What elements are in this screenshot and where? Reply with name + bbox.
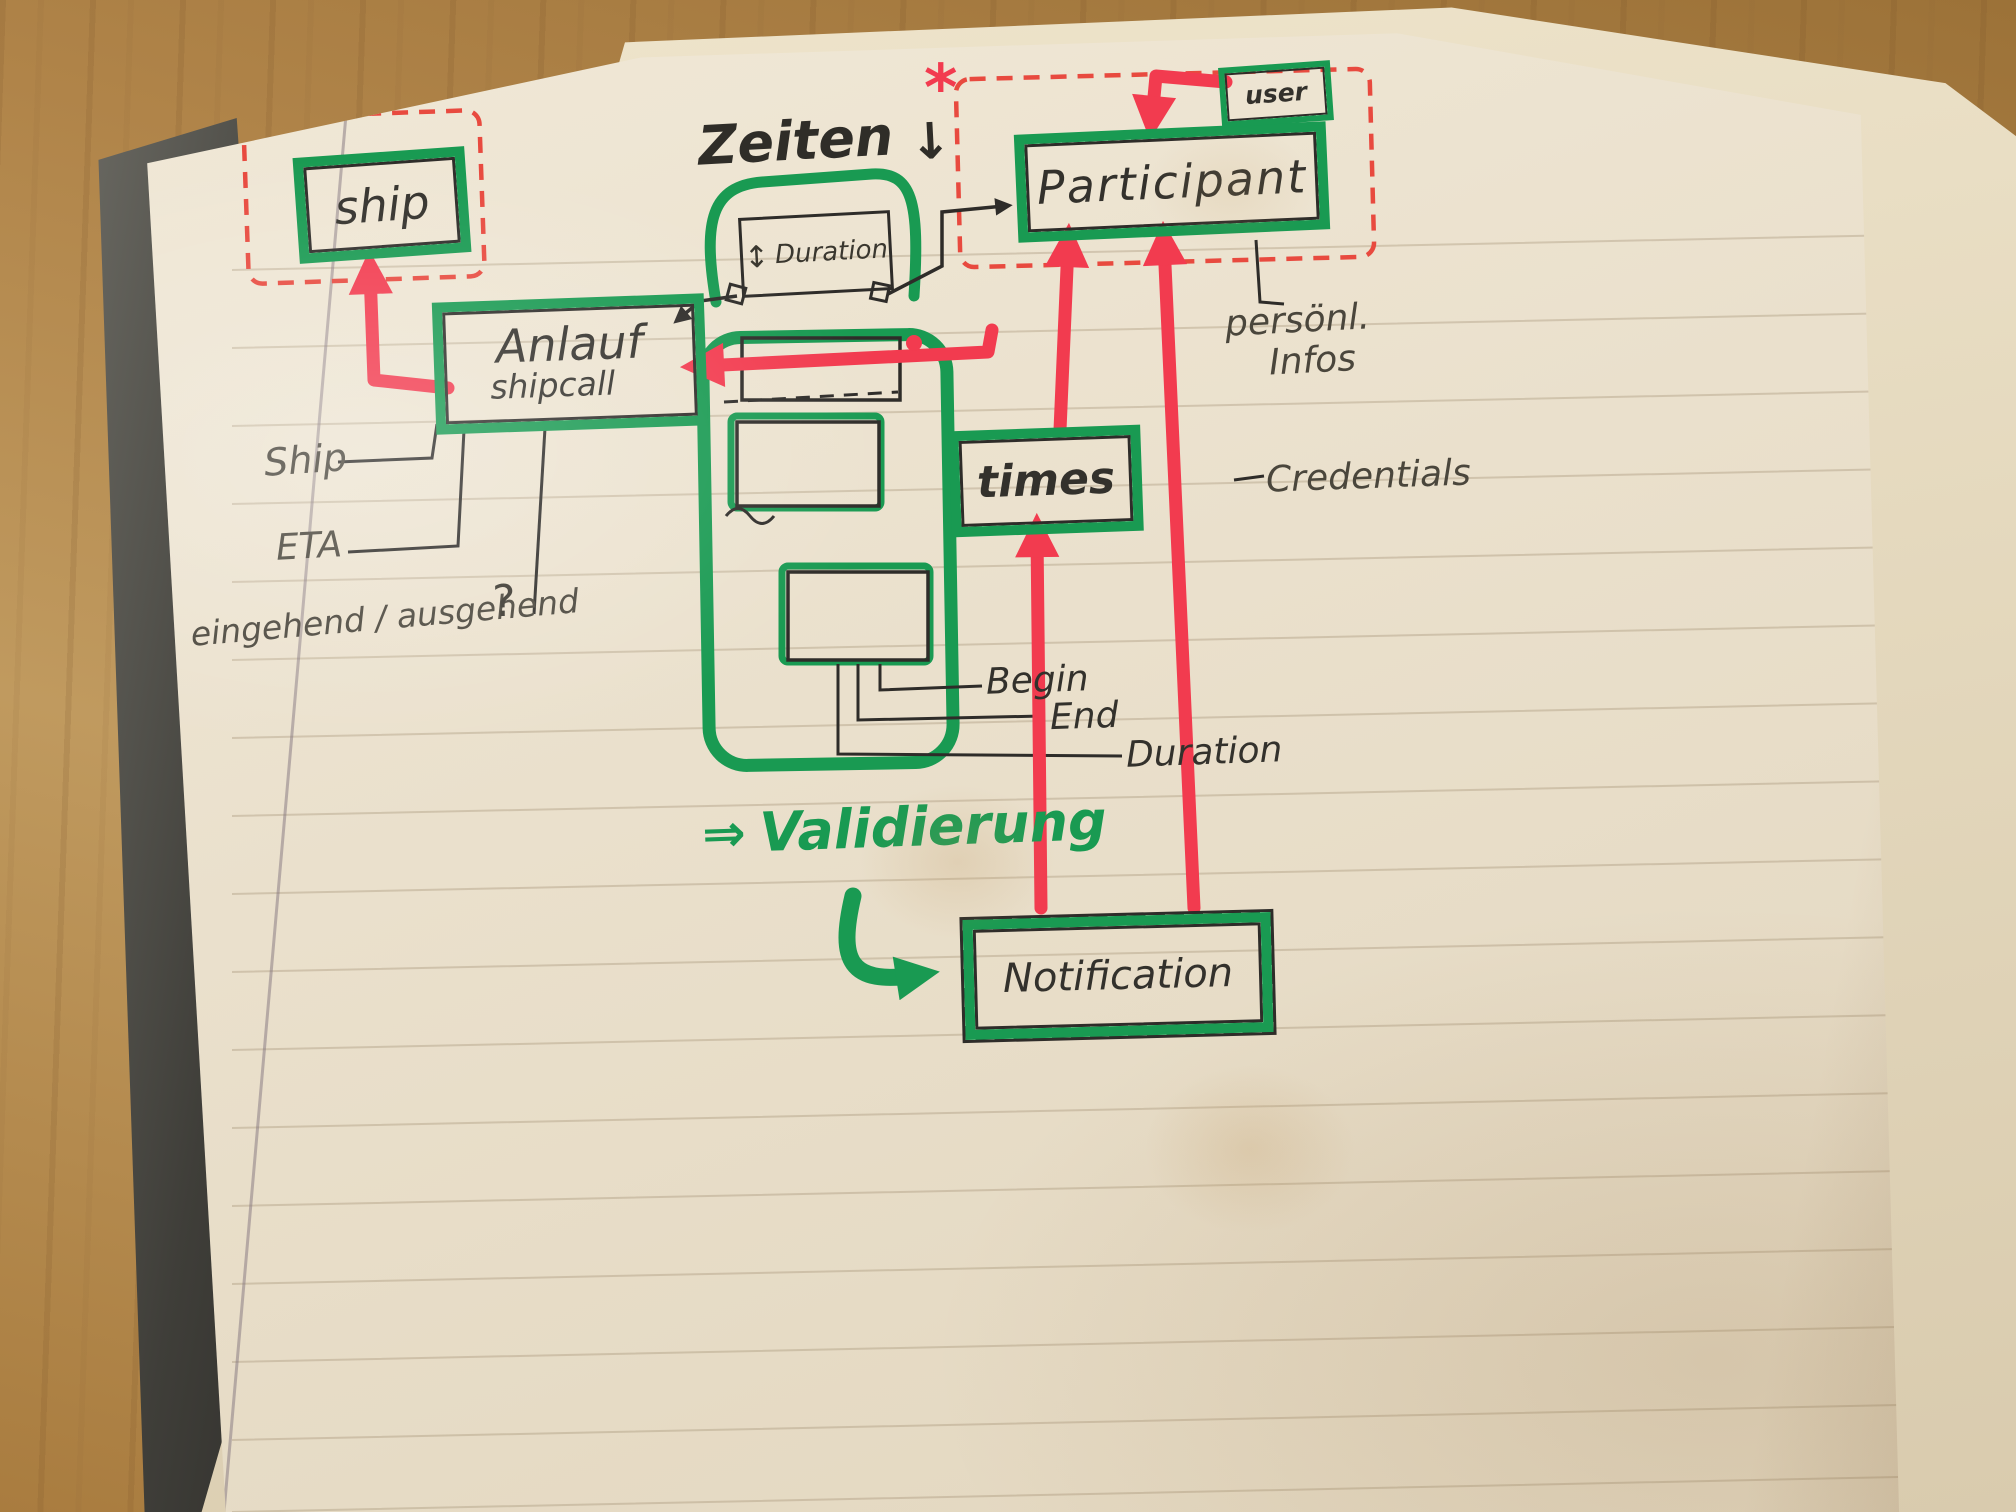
- question-mark-icon: ?: [492, 576, 516, 627]
- squiggle-mark: [724, 507, 776, 525]
- participant-label: Participant: [1035, 148, 1309, 215]
- ship-label: ship: [332, 174, 432, 236]
- personal-infos-label: persönl. Infos: [1224, 296, 1373, 385]
- eta-attribute-label: ETA: [274, 524, 344, 569]
- duration-to-anlauf-arrow: [673, 294, 738, 324]
- red-dot: [906, 335, 922, 351]
- times-label: times: [976, 452, 1116, 509]
- eingehend-connector: [532, 427, 547, 615]
- times-group-container: [696, 328, 960, 772]
- anlauf-label: Anlauf: [494, 314, 644, 374]
- zeiten-text: Zeiten: [696, 104, 895, 178]
- end-connector: [856, 664, 1043, 722]
- anlauf-to-ship-arrow: [348, 249, 455, 395]
- user-label: user: [1244, 76, 1308, 111]
- begin-connector: [878, 664, 983, 692]
- credentials-connector: [1233, 474, 1265, 482]
- duration-to-participant-arrow: [887, 198, 1013, 296]
- personal-infos-connector: [1254, 239, 1285, 306]
- ship-attribute-label: Ship: [262, 435, 349, 485]
- times-to-anlauf-arrow: [679, 323, 999, 387]
- time-slot-box-2-green: [727, 412, 885, 512]
- personal-infos-line2: Infos: [1268, 338, 1357, 384]
- participant-entity-box: Participant: [1013, 121, 1331, 243]
- duration-label: Duration: [774, 234, 889, 271]
- duration-foot-left: [724, 282, 748, 306]
- margin-line: [222, 91, 350, 1512]
- time-slot-dashed-line: [723, 390, 899, 404]
- user-entity-box: user: [1218, 60, 1334, 128]
- times-to-participant-arrow: [1044, 222, 1090, 437]
- time-slot-box-3-green: [778, 562, 934, 666]
- zeiten-bracket: [704, 168, 922, 308]
- ship-attr-connector: [337, 423, 439, 464]
- end-attribute-label: End: [1049, 694, 1120, 739]
- anlauf-entity-box: Anlauf shipcall: [431, 293, 709, 435]
- updown-arrow-icon: ↕: [743, 238, 771, 276]
- user-to-participant-arrow: [1132, 69, 1233, 141]
- shipcall-sublabel: shipcall: [489, 363, 616, 407]
- duration-attr-connector: [836, 664, 1123, 758]
- ship-entity-box: ship: [292, 146, 472, 264]
- eta-connector: [347, 429, 466, 554]
- duration-foot-right: [868, 280, 892, 304]
- notification-curved-arrow: [838, 887, 940, 1001]
- notification-label: Notification: [1002, 949, 1234, 1003]
- implies-arrow-icon: ⇒: [701, 803, 747, 865]
- duration-attribute-label: Duration: [1125, 729, 1284, 776]
- participant-asterisk: *: [924, 52, 958, 126]
- duration-entity-box: ↕ Duration: [738, 210, 894, 298]
- zeiten-annotation: Zeiten ↓: [697, 101, 953, 177]
- validierung-text: Validierung: [758, 788, 1108, 865]
- time-slot-box-2: [735, 420, 881, 508]
- time-slot-box-3: [786, 570, 930, 662]
- notification-to-participant-arrow: [1142, 220, 1201, 915]
- times-entity-box: times: [948, 424, 1144, 538]
- notification-to-times-arrow: [1015, 512, 1060, 915]
- down-arrow-icon: ↓: [907, 111, 953, 172]
- credentials-label: Credentials: [1265, 452, 1472, 501]
- notification-entity-box: Notification: [962, 911, 1274, 1041]
